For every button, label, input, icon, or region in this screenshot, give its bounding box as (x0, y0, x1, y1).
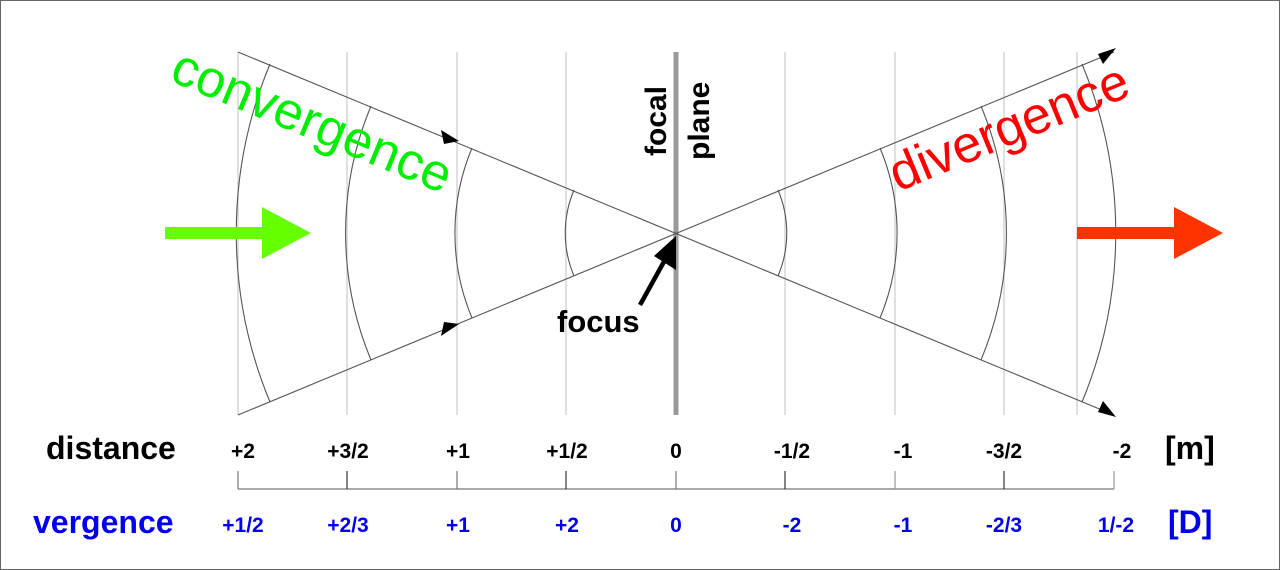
distance-unit: [m] (1165, 430, 1215, 466)
focus-label: focus (557, 304, 640, 339)
distance-tick: -1/2 (774, 440, 810, 463)
axis-ruler (237, 471, 1115, 490)
vergence-tick: +1/2 (222, 514, 263, 537)
focal-plane-label-line1: focal (640, 86, 673, 156)
arrowhead-icon (1098, 401, 1116, 417)
vergence-tick: +2/3 (327, 514, 368, 537)
divergence-arrow-icon (1077, 207, 1223, 259)
arrowhead-icon (441, 322, 459, 336)
distance-tick: +1 (446, 440, 470, 463)
distance-tick: +2 (231, 440, 255, 463)
rays (237, 51, 1115, 416)
vergence-ticks: +1/2 +2/3 +1 +2 0 -2 -1 -2/3 1/-2 (222, 514, 1134, 537)
distance-tick: +3/2 (327, 440, 368, 463)
convergence-arrow-icon (165, 207, 311, 259)
divergence-title: divergence (880, 52, 1137, 203)
vergence-tick: 1/-2 (1098, 514, 1134, 537)
distance-ticks: +2 +3/2 +1 +1/2 0 -1/2 -1 -3/2 -2 (231, 440, 1131, 463)
vergence-unit: [D] (1168, 504, 1212, 540)
vergence-tick: +2 (555, 514, 579, 537)
focus-pointer (638, 236, 676, 307)
arrowhead-icon (654, 236, 676, 270)
distance-tick: -2 (1113, 440, 1132, 463)
arrowhead-icon (1098, 48, 1116, 64)
wavefront-arcs (235, 63, 1117, 403)
distance-tick: -3/2 (986, 440, 1022, 463)
vergence-tick: -1 (894, 514, 913, 537)
distance-tick: +1/2 (546, 440, 587, 463)
distance-tick: 0 (670, 440, 682, 463)
convergence-title: convergence (163, 38, 460, 206)
vergence-axis-label: vergence (33, 504, 174, 540)
gridlines (237, 52, 1078, 415)
vergence-tick: -2 (783, 514, 802, 537)
arrowhead-icon (441, 130, 459, 144)
distance-tick: -1 (894, 440, 913, 463)
distance-axis-label: distance (46, 430, 176, 466)
vergence-tick: +1 (446, 514, 470, 537)
ray-arrowheads (441, 48, 1116, 417)
focal-plane-label-line2: plane (683, 82, 716, 160)
vergence-tick: -2/3 (986, 514, 1022, 537)
vergence-tick: 0 (670, 514, 682, 537)
